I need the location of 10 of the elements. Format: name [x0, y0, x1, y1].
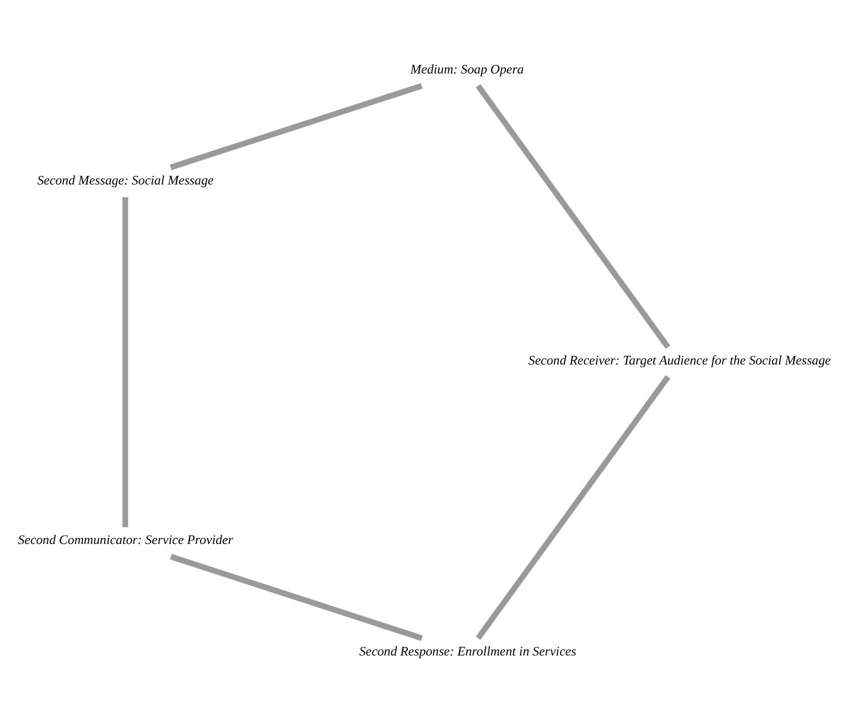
connector	[170, 83, 423, 170]
connector	[476, 84, 670, 349]
node-text: Second Message: Social Message	[37, 172, 214, 188]
node-text: Second Communicator: Service Provider	[18, 532, 234, 548]
connector	[122, 197, 128, 528]
node-text: Medium: Soap Opera	[410, 61, 524, 76]
connector	[476, 375, 670, 640]
node-text: Second Response: Enrollment in Services	[359, 643, 576, 658]
connector	[170, 554, 423, 641]
node-text: Second Receiver: Target Audience for the Social Message	[528, 352, 831, 368]
